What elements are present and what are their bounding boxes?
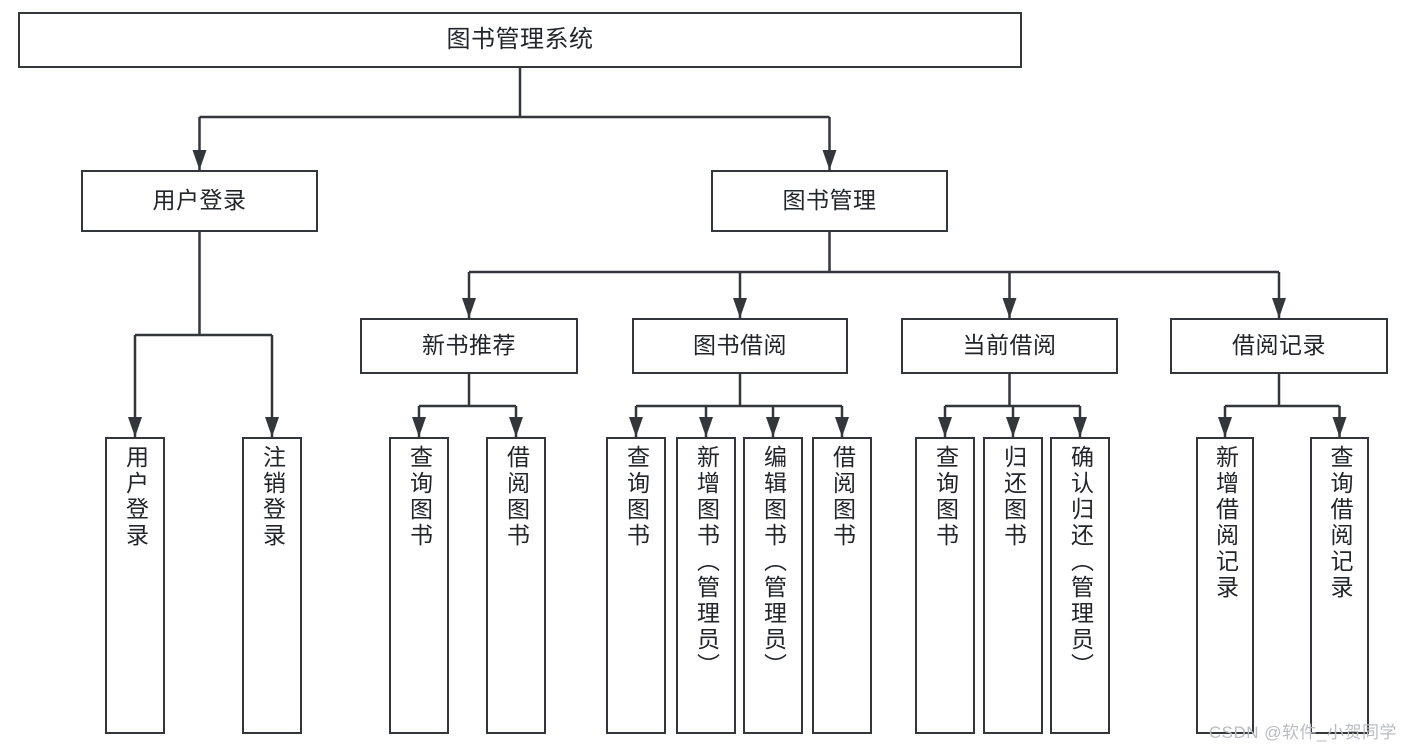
arrow-head-l_confirm: [1073, 417, 1087, 437]
arrow-head-l_qbook1: [412, 417, 426, 437]
node-l_editbook[interactable]: 编辑图书（管理员）: [743, 437, 803, 734]
node-l_borrow1[interactable]: 借阅图书: [486, 437, 546, 734]
node-label: 归还图书: [1000, 445, 1027, 549]
node-bookmgmt[interactable]: 图书管理: [711, 170, 948, 232]
node-label: 图书管理系统: [446, 25, 594, 53]
node-label: 确认归还（管理员）: [1067, 445, 1094, 679]
node-l_return[interactable]: 归还图书: [983, 437, 1043, 734]
node-l_borrow2[interactable]: 借阅图书: [812, 437, 872, 734]
node-label: 查询图书: [932, 445, 959, 549]
node-label: 借阅图书: [829, 445, 856, 549]
arrow-head-l_editbook: [766, 417, 780, 437]
node-label: 图书管理: [782, 187, 877, 214]
arrow-head-l_qrec: [1332, 417, 1347, 437]
node-label: 借阅图书: [503, 445, 530, 549]
node-label: 当前借阅: [962, 332, 1057, 359]
node-label: 查询图书: [623, 445, 650, 549]
node-label: 新书推荐: [422, 332, 516, 359]
node-label: 新增图书（管理员）: [693, 445, 720, 679]
arrow-head-l_qbook2: [629, 417, 643, 437]
arrow-head-l_logout: [265, 417, 279, 437]
node-current[interactable]: 当前借阅: [901, 318, 1118, 374]
node-label: 用户登录: [152, 187, 247, 214]
arrow-head-login: [192, 150, 207, 170]
node-l_login[interactable]: 用户登录: [105, 437, 165, 734]
arrow-head-l_qbook3: [938, 417, 952, 437]
arrow-head-current: [1002, 298, 1017, 318]
arrow-head-borrow: [733, 298, 747, 318]
node-l_logout[interactable]: 注销登录: [242, 437, 302, 734]
node-label: 注销登录: [259, 445, 286, 549]
node-l_qbook1[interactable]: 查询图书: [389, 437, 449, 734]
node-label: 用户登录: [122, 445, 149, 549]
arrow-head-l_borrow1: [509, 417, 523, 437]
arrow-head-l_addrec: [1218, 417, 1232, 437]
node-label: 编辑图书（管理员）: [760, 445, 787, 679]
node-label: 查询图书: [406, 445, 433, 549]
node-root[interactable]: 图书管理系统: [18, 12, 1022, 68]
node-login[interactable]: 用户登录: [81, 170, 318, 232]
node-label: 新增借阅记录: [1212, 445, 1239, 601]
arrow-head-l_login: [128, 417, 142, 437]
arrow-head-l_borrow2: [835, 417, 849, 437]
node-label: 图书借阅: [693, 332, 787, 359]
arrow-head-l_return: [1006, 417, 1020, 437]
node-records[interactable]: 借阅记录: [1170, 318, 1388, 374]
arrow-head-l_addbook: [699, 417, 713, 437]
node-l_qbook2[interactable]: 查询图书: [606, 437, 666, 734]
node-label: 借阅记录: [1232, 332, 1326, 359]
node-l_qbook3[interactable]: 查询图书: [915, 437, 975, 734]
node-borrow[interactable]: 图书借阅: [632, 318, 848, 374]
node-newbook[interactable]: 新书推荐: [360, 318, 578, 374]
node-l_addbook[interactable]: 新增图书（管理员）: [676, 437, 736, 734]
node-label: 查询借阅记录: [1327, 445, 1353, 601]
arrow-head-records: [1272, 298, 1286, 318]
arrow-head-bookmgmt: [822, 150, 837, 170]
node-l_addrec[interactable]: 新增借阅记录: [1196, 437, 1254, 734]
node-l_qrec[interactable]: 查询借阅记录: [1310, 437, 1369, 734]
arrow-head-newbook: [462, 298, 476, 318]
node-l_confirm[interactable]: 确认归还（管理员）: [1050, 437, 1110, 734]
